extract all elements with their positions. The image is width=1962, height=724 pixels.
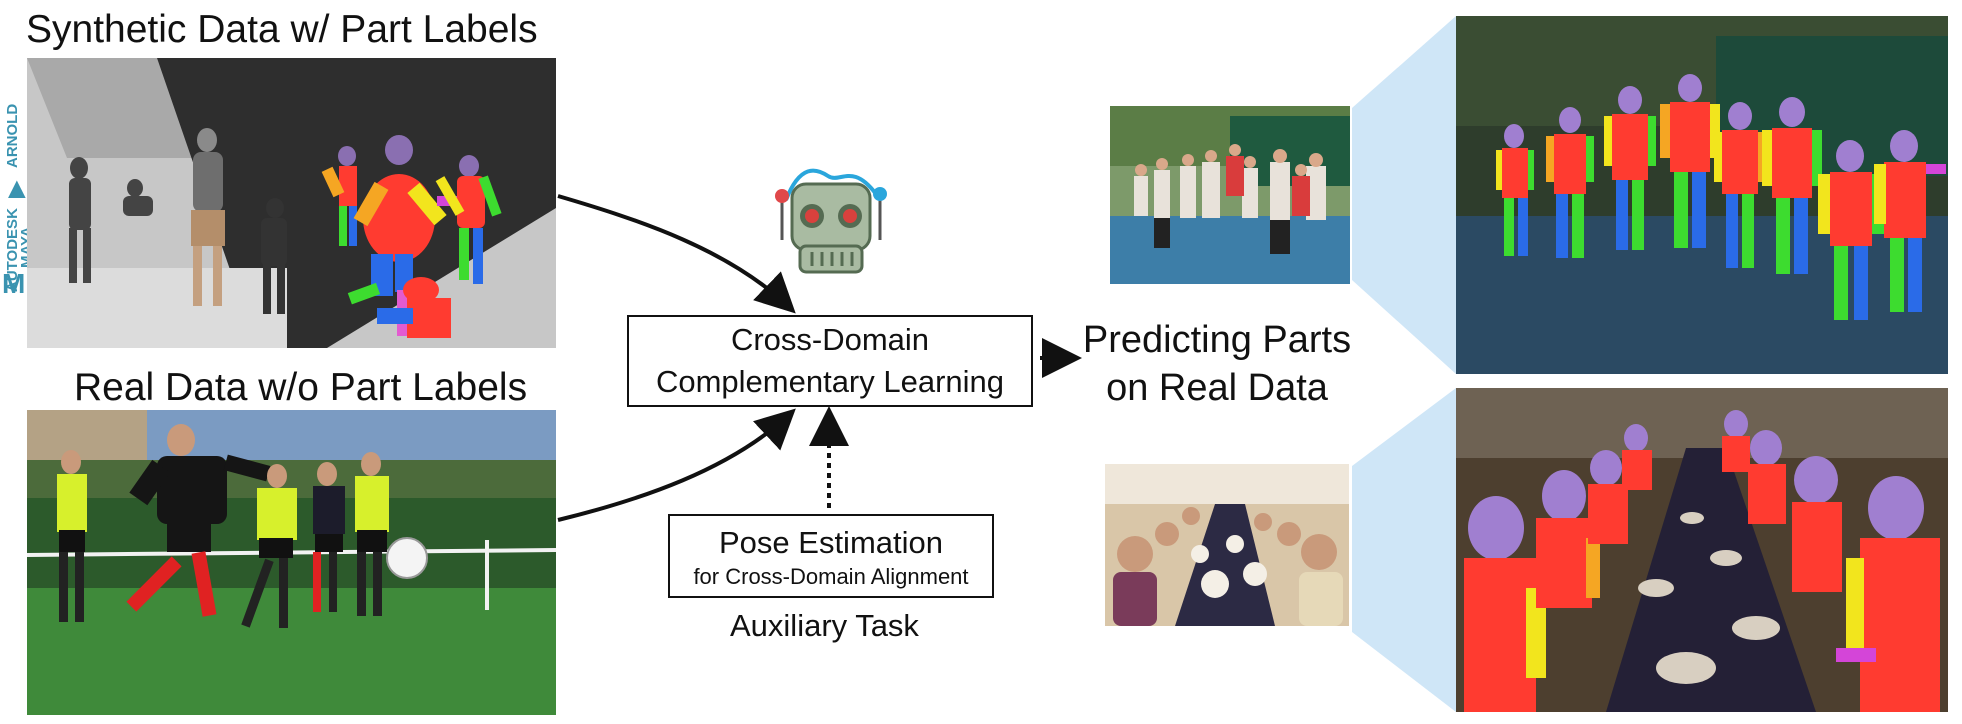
predicting-line1: Predicting Parts xyxy=(1082,319,1352,361)
dinner-part-prediction xyxy=(1456,388,1948,712)
synthetic-caption: Synthetic Data w/ Part Labels xyxy=(26,8,538,51)
arnold-mark-icon: ▲ xyxy=(2,172,32,205)
real-caption: Real Data w/o Part Labels xyxy=(74,366,528,409)
zoom-trapezoid-bottom xyxy=(1352,388,1456,712)
real-to-learning-arrow-icon xyxy=(557,408,796,522)
tennis-group-photo xyxy=(1110,106,1350,284)
predicting-line2: on Real Data xyxy=(1106,367,1328,409)
synthetic-to-learning-arrow-icon xyxy=(557,194,796,314)
zoom-trapezoid-top xyxy=(1352,16,1456,374)
cross-domain-learning-box: Cross-Domain Complementary Learning xyxy=(627,315,1033,407)
predicting-parts-caption: Predicting Parts on Real Data xyxy=(1082,316,1352,412)
learning-title-line2: Complementary Learning xyxy=(655,364,1005,399)
pose-estimation-subtitle: for Cross-Domain Alignment xyxy=(693,564,969,589)
real-image xyxy=(27,410,556,715)
synthetic-image xyxy=(27,58,556,348)
pose-estimation-box: Pose Estimation for Cross-Domain Alignme… xyxy=(668,514,994,598)
maya-mark-icon: M xyxy=(2,268,26,299)
learning-title-line1: Cross-Domain xyxy=(730,322,930,357)
tennis-part-prediction xyxy=(1456,16,1948,374)
robot-icon xyxy=(775,168,887,274)
auxiliary-task-caption: Auxiliary Task xyxy=(730,608,919,643)
dinner-party-photo xyxy=(1105,464,1349,626)
pose-estimation-title: Pose Estimation xyxy=(719,525,943,560)
